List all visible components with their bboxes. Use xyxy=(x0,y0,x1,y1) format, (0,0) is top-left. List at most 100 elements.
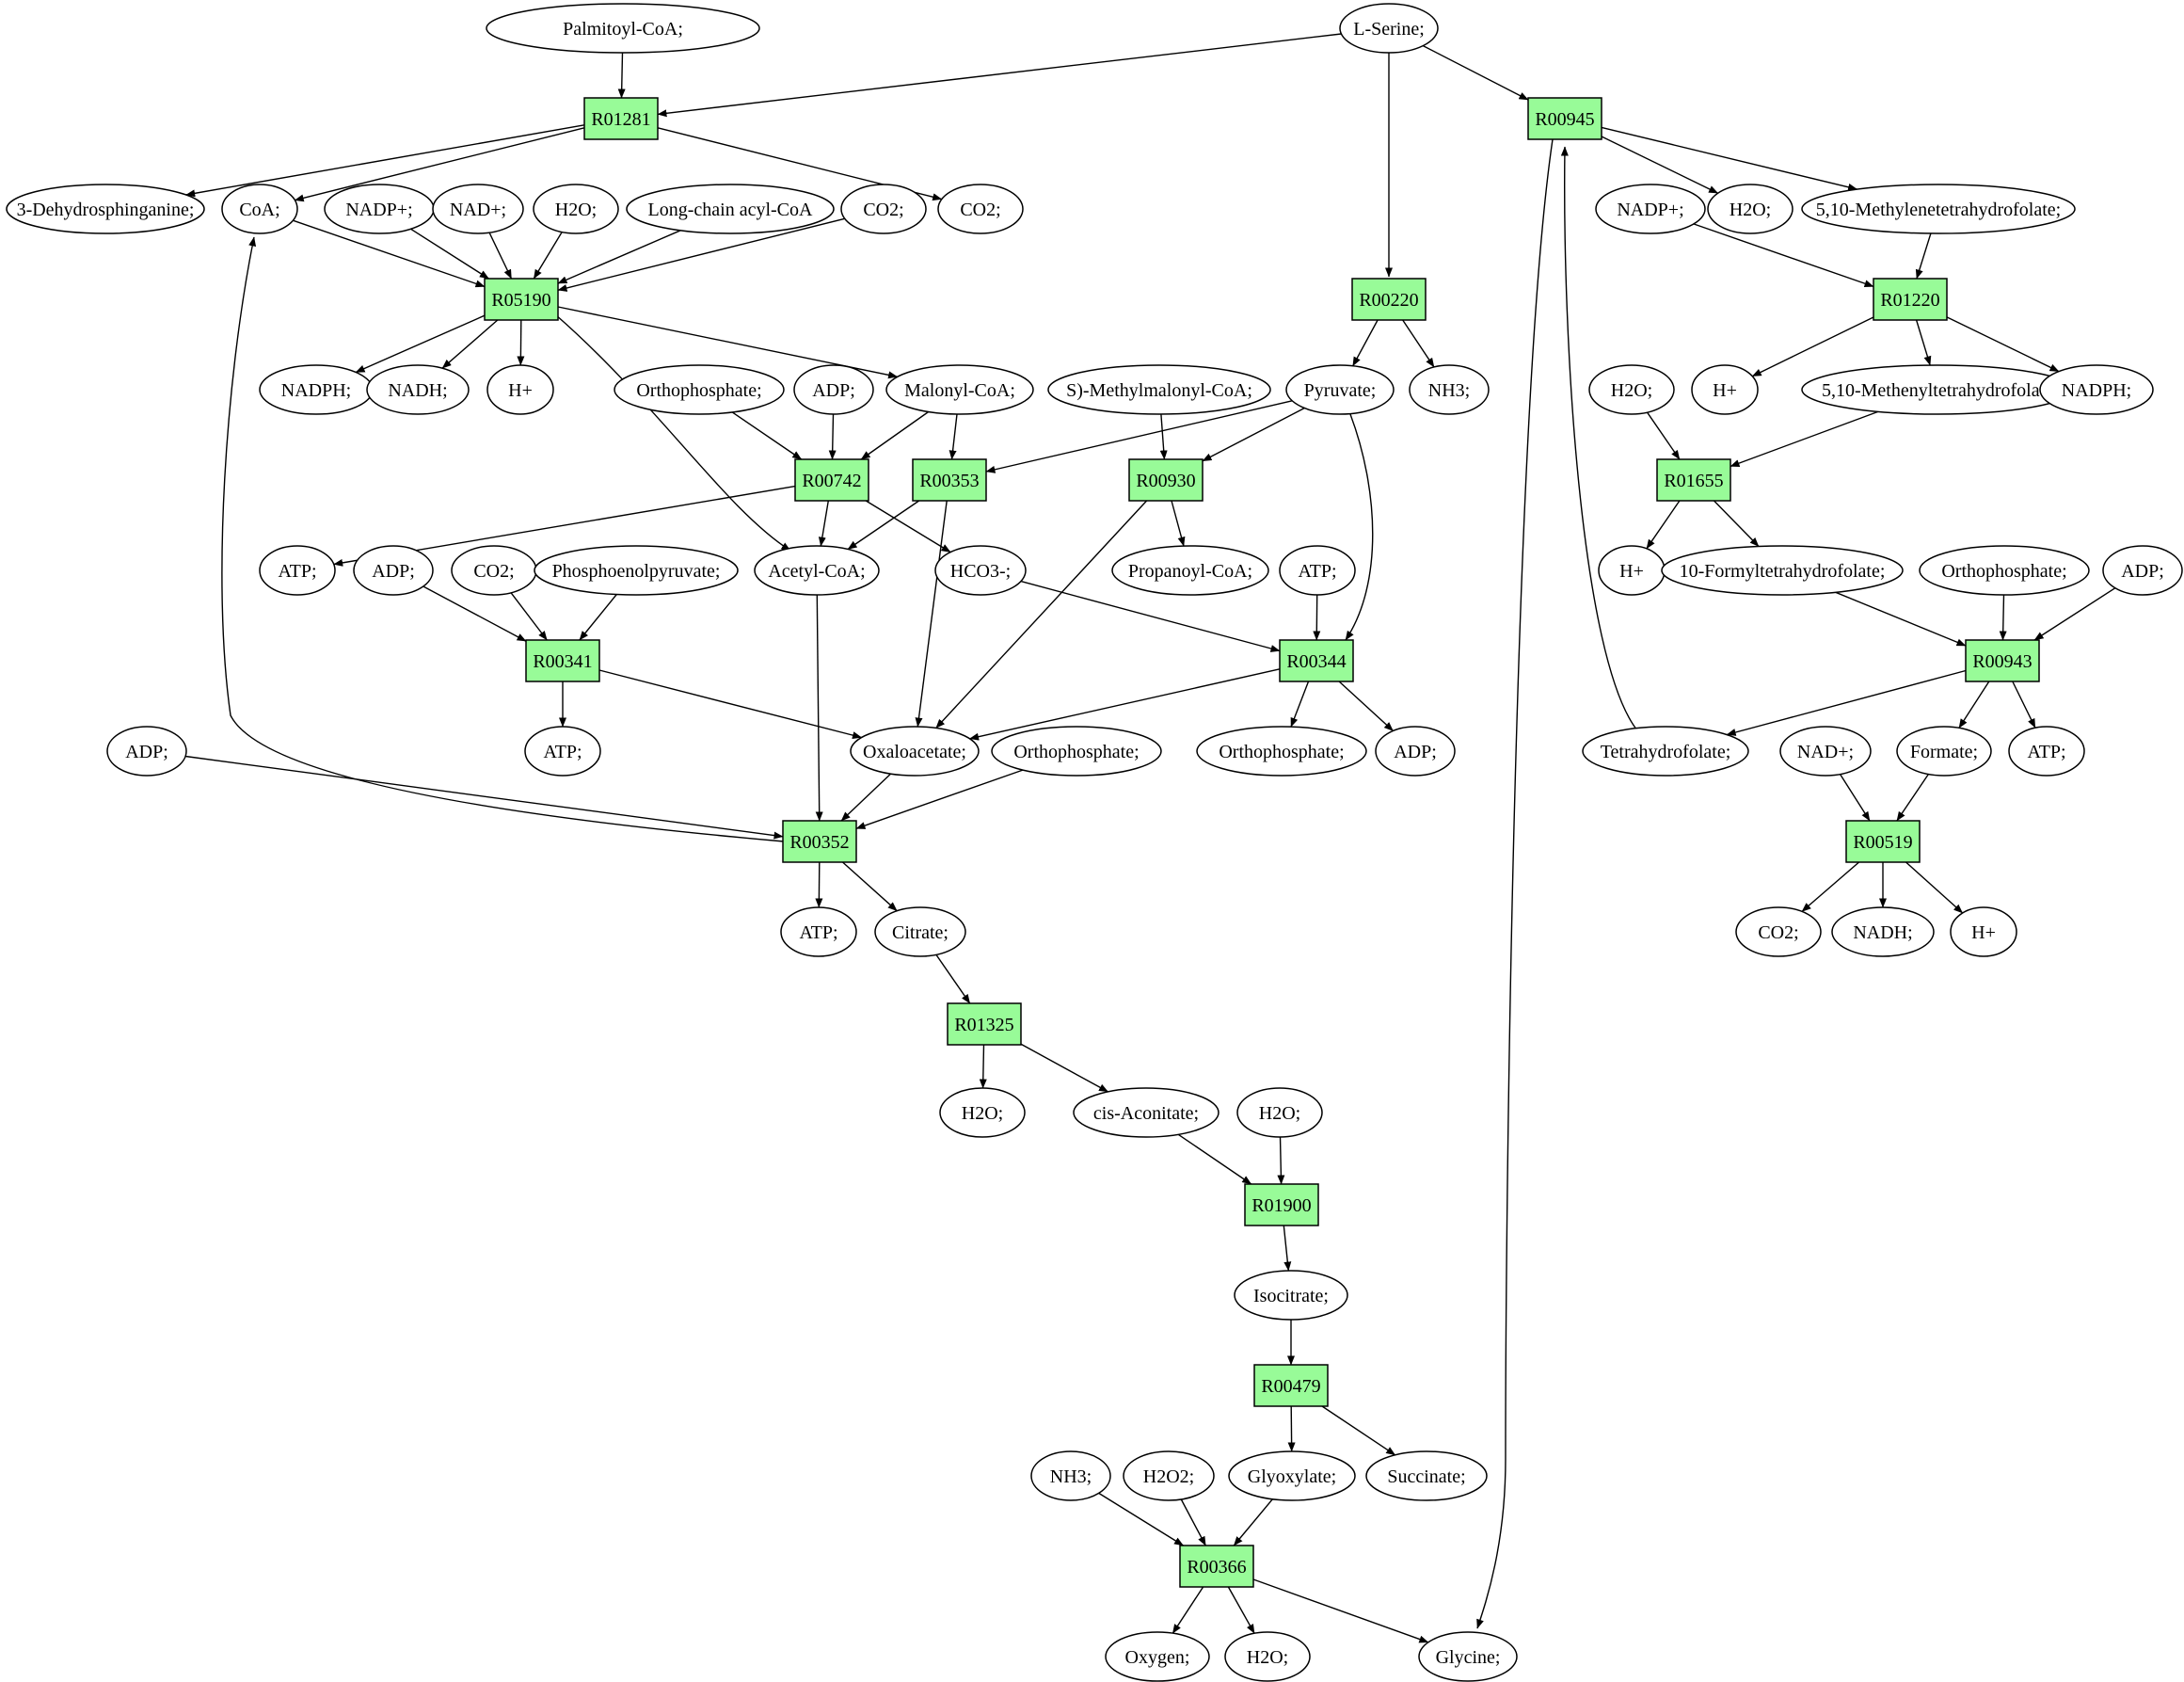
compound-node-palmitoyl: Palmitoyl-CoA; xyxy=(486,3,760,54)
reaction-box xyxy=(1253,1364,1329,1407)
node-label: NADP+; xyxy=(345,200,412,220)
reaction-node-R00341: R00341 xyxy=(525,639,600,682)
compound-node-malonyl: Malonyl-CoA; xyxy=(885,364,1034,415)
node-label: NAD+; xyxy=(1797,742,1854,762)
reaction-node-R01325: R01325 xyxy=(947,1002,1022,1046)
node-label: NH3; xyxy=(1428,380,1470,401)
compound-node-nh3b: NH3; xyxy=(1030,1450,1111,1501)
node-label: ATP; xyxy=(2027,742,2065,762)
edge-R00352-to-coa xyxy=(221,236,785,842)
node-label: NADPH; xyxy=(281,380,351,401)
edge-nad2-to-R00519 xyxy=(1840,774,1871,822)
compound-node-adp2: ADP; xyxy=(353,545,434,596)
edge-coa-to-R05190 xyxy=(293,219,486,288)
node-label: R00353 xyxy=(919,471,979,491)
node-label: Acetyl-CoA; xyxy=(768,561,865,582)
reaction-box xyxy=(1873,278,1948,321)
edge-R01655-to-hplus3 xyxy=(1646,500,1681,550)
node-label: NADH; xyxy=(388,380,447,401)
node-label: H2O; xyxy=(1611,380,1652,401)
reaction-box xyxy=(525,639,600,682)
node-label: NH3; xyxy=(1050,1466,1092,1487)
node-label: H2O; xyxy=(1259,1103,1300,1124)
node-label: NAD+; xyxy=(450,200,506,220)
node-label: H+ xyxy=(508,380,533,401)
compound-ellipse xyxy=(486,3,760,54)
compound-ellipse xyxy=(1234,1270,1348,1321)
compound-ellipse xyxy=(1595,184,1706,234)
compound-ellipse xyxy=(1375,726,1456,777)
edge-R05190-to-hplus1 xyxy=(517,319,525,366)
compound-ellipse xyxy=(1831,906,1935,957)
edge-R00945-to-methylene xyxy=(1601,126,1858,191)
node-label: R00366 xyxy=(1187,1557,1246,1578)
edge-R00945-to-glycine xyxy=(1476,138,1554,1629)
compound-node-nadp1: NADP+; xyxy=(324,184,435,234)
compound-ellipse xyxy=(2008,726,2085,777)
compound-node-propanoyl: Propanoyl-CoA; xyxy=(1111,545,1269,596)
edge-R01900-to-isocitrate xyxy=(1283,1225,1292,1272)
edge-R00479-to-glyoxylate xyxy=(1287,1405,1296,1452)
compound-ellipse xyxy=(1588,364,1675,415)
edge-cisacon-to-R01900 xyxy=(1177,1133,1252,1185)
compound-ellipse xyxy=(1279,545,1356,596)
compound-ellipse xyxy=(1582,726,1749,777)
compound-node-isocitrate: Isocitrate; xyxy=(1234,1270,1348,1321)
node-label: Long-chain acyl-CoA xyxy=(648,200,813,220)
compound-node-formate: Formate; xyxy=(1896,726,1992,777)
compound-node-hplus3: H+ xyxy=(1598,545,1666,596)
compound-node-pep: Phosphoenolpyruvate; xyxy=(534,545,739,596)
edge-formate-to-R00519 xyxy=(1896,774,1929,822)
compound-node-atp1: ATP; xyxy=(259,545,336,596)
node-label: 10-Formyltetrahydrofolate; xyxy=(1680,561,1886,582)
edge-pyruvate-to-R00353 xyxy=(985,400,1293,473)
compound-ellipse xyxy=(1339,3,1439,54)
node-label: R01220 xyxy=(1880,290,1939,311)
compound-ellipse xyxy=(6,184,205,234)
edge-R00943-to-formate xyxy=(1958,681,1990,729)
edge-R05190-to-nadph1 xyxy=(355,314,486,374)
edge-R01220-to-nadph2 xyxy=(1946,316,2060,373)
node-label: Oxaloacetate; xyxy=(863,742,966,762)
edge-R01281-to-dehydro xyxy=(185,124,585,198)
compound-ellipse xyxy=(524,726,601,777)
compound-node-methylene: 5,10-Methylenetetrahydrofolate; xyxy=(1801,184,2076,234)
edge-R00220-to-nh3a xyxy=(1402,319,1435,368)
edge-palmitoyl-to-R01281 xyxy=(617,52,626,99)
reaction-box xyxy=(1351,278,1427,321)
compound-node-h2o6: H2O; xyxy=(1224,1631,1311,1682)
reaction-box xyxy=(1244,1183,1319,1226)
node-label: R05190 xyxy=(491,290,550,311)
node-label: R00220 xyxy=(1359,290,1418,311)
compound-node-nadp2: NADP+; xyxy=(1595,184,1706,234)
reaction-box xyxy=(583,97,659,140)
node-label: NADH; xyxy=(1853,922,1912,943)
compound-node-oxygen: Oxygen; xyxy=(1105,1631,1210,1682)
edge-pyruvate-to-R00344 xyxy=(1345,413,1374,641)
compound-node-citrate: Citrate; xyxy=(874,906,966,957)
compound-node-adp5: ADP; xyxy=(1375,726,1456,777)
compound-ellipse xyxy=(934,545,1027,596)
compound-node-h2o4: H2O; xyxy=(939,1087,1026,1138)
edge-oxalo-to-R00352 xyxy=(840,773,892,822)
node-label: Orthophosphate; xyxy=(1941,561,2066,582)
compound-node-hplus1: H+ xyxy=(486,364,554,415)
compound-ellipse xyxy=(793,364,874,415)
edge-R05190-to-nadh1 xyxy=(441,319,499,369)
compound-ellipse xyxy=(1073,1087,1220,1138)
reaction-node-R00366: R00366 xyxy=(1179,1545,1254,1588)
node-label: H+ xyxy=(1619,561,1644,582)
compound-ellipse xyxy=(1418,1631,1518,1682)
compound-ellipse xyxy=(850,726,980,777)
reaction-box xyxy=(794,458,869,502)
edge-R00352-to-atp5 xyxy=(815,861,823,908)
edge-lserine-to-R00945 xyxy=(1422,44,1529,101)
compound-ellipse xyxy=(1691,364,1759,415)
node-label: H2O; xyxy=(1730,200,1771,220)
compound-ellipse xyxy=(754,545,880,596)
edge-pyruvate-to-R00930 xyxy=(1202,407,1305,462)
reaction-node-R01220: R01220 xyxy=(1873,278,1948,321)
compound-node-co2d: CO2; xyxy=(1735,906,1822,957)
compound-node-lserine: L-Serine; xyxy=(1339,3,1439,54)
node-label: ADP; xyxy=(125,742,168,762)
